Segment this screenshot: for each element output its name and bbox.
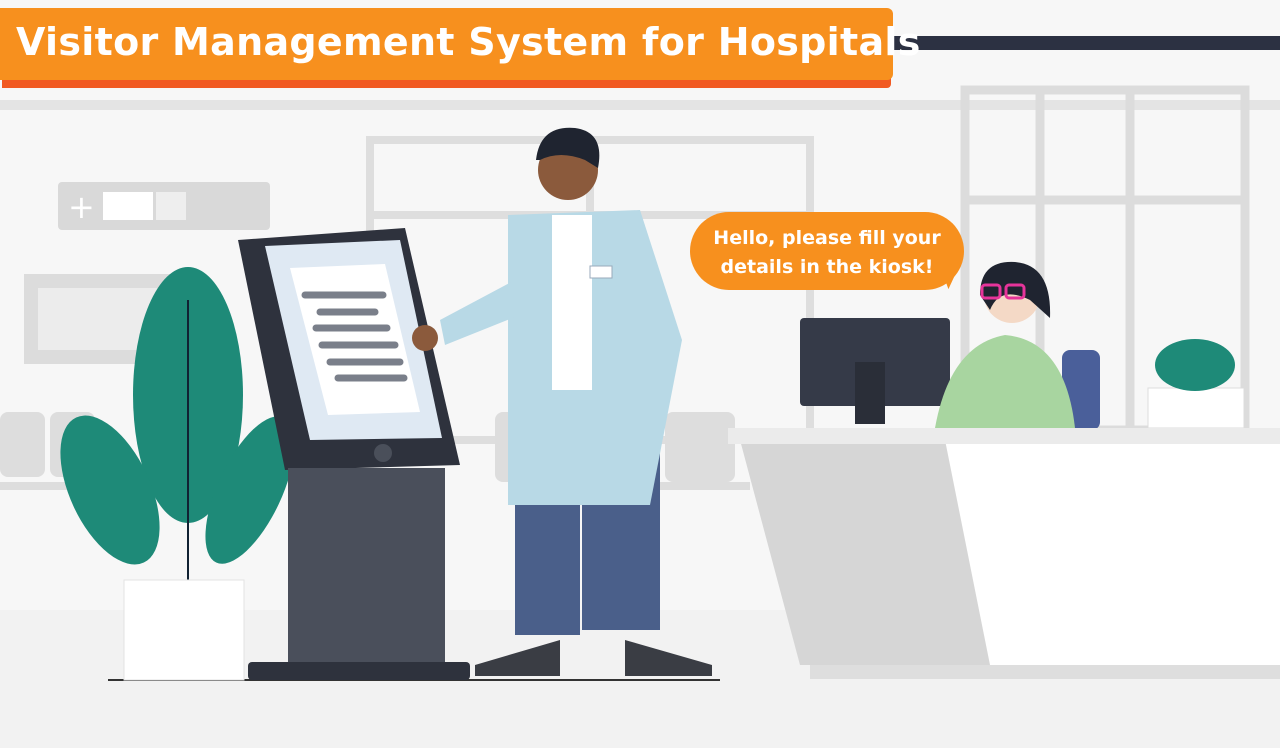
- title-banner: Visitor Management System for Hospitals: [0, 8, 920, 80]
- reception-desk: [800, 318, 1245, 429]
- svg-text:+: +: [68, 188, 95, 226]
- potted-plant: [60, 267, 295, 681]
- banner-title: Visitor Management System for Hospitals: [16, 20, 921, 64]
- speech-line-2: details in the kiosk!: [720, 256, 934, 278]
- ceiling-beam: [890, 36, 1280, 50]
- receptionist-figure: [935, 261, 1100, 430]
- speech-bubble: Hello, please fill your details in the k…: [690, 212, 964, 290]
- hospital-cross-sign: +: [58, 182, 270, 230]
- speech-line-1: Hello, please fill your: [713, 227, 941, 249]
- kiosk: [238, 228, 470, 680]
- doctor-figure: [412, 127, 712, 676]
